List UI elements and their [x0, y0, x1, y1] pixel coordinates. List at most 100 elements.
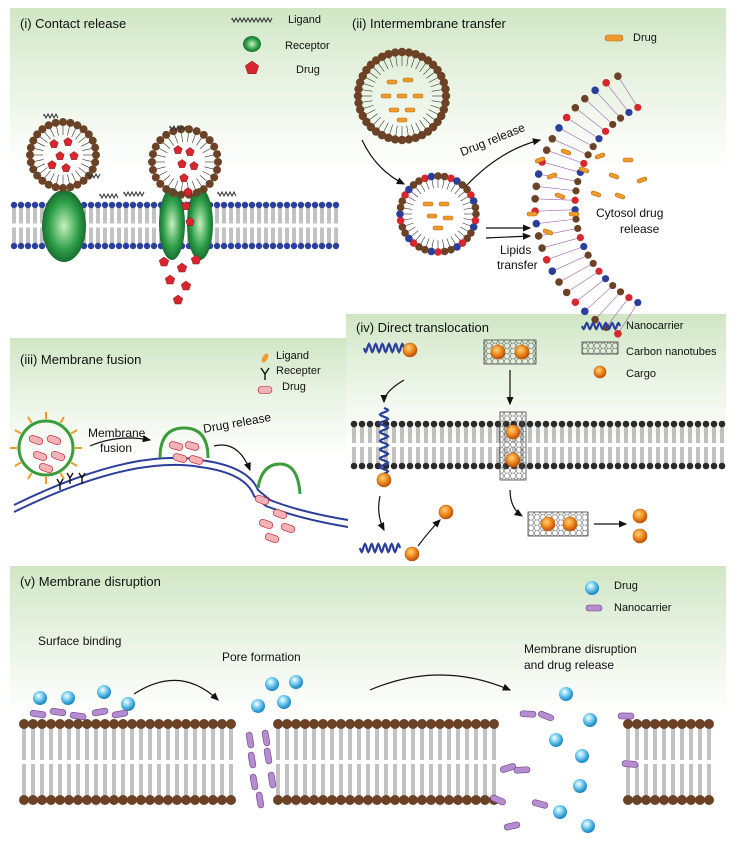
lipid-head: [94, 242, 102, 250]
lipid-head: [562, 288, 571, 297]
lipid-head: [439, 105, 449, 114]
lipid-head: [581, 307, 589, 316]
nanocarrier-capsule: [499, 763, 517, 773]
drug-capsule: [50, 451, 66, 461]
arrow: [361, 139, 406, 185]
lipid-head: [650, 719, 660, 729]
membrane-iv: [350, 420, 726, 470]
drug-capsule: [386, 79, 398, 85]
arrow: [89, 435, 152, 447]
lipid-head: [213, 201, 221, 209]
lipid-tail: [594, 90, 621, 119]
lipid-head: [127, 795, 137, 805]
released-drug-capsule: [546, 172, 558, 180]
lipid-head: [26, 151, 34, 159]
lipid-head: [154, 719, 164, 729]
lipid-tail: [542, 161, 581, 173]
lipid-head: [151, 173, 160, 182]
lipid-head: [273, 719, 283, 729]
lipid-head: [304, 201, 312, 209]
lipid-tail: [584, 98, 613, 125]
lipid-head: [29, 136, 38, 145]
lipid-head: [390, 795, 400, 805]
lipid-head: [641, 719, 651, 729]
lipid-head: [108, 201, 116, 209]
drug-pentagon: [55, 151, 65, 160]
lipid-head: [695, 719, 705, 729]
cargo-sphere: [514, 344, 530, 360]
lipid-head: [659, 795, 669, 805]
nanocarrier-capsule: [111, 709, 129, 719]
lipid-head: [37, 719, 47, 729]
lipid-head: [64, 795, 74, 805]
lipid-head: [414, 420, 422, 428]
lipids-transfer-label-1: Lipids: [500, 243, 532, 257]
lipid-head: [91, 719, 101, 729]
lipid-head: [435, 719, 445, 729]
lipid-head: [662, 462, 670, 470]
lipid-head: [91, 795, 101, 805]
lipid-head: [478, 420, 486, 428]
lipid-tail: [546, 246, 584, 261]
lipid-head: [372, 795, 382, 805]
lipid-head: [311, 201, 319, 209]
lipid-head: [478, 462, 486, 470]
membrane-v-left: [19, 719, 236, 805]
drug-pentagon: [63, 137, 73, 146]
lipid-head: [566, 462, 574, 470]
lipid-head: [311, 242, 319, 250]
lipid-head: [332, 201, 340, 209]
drug-capsule: [412, 93, 424, 99]
lipid-head: [406, 462, 414, 470]
lipid-head: [480, 719, 490, 729]
lipid-head: [213, 242, 221, 250]
drug-pentagon: [61, 163, 71, 172]
lipid-head: [417, 795, 427, 805]
legend-cargo-icon: [593, 365, 607, 379]
lipid-head: [606, 420, 614, 428]
lipid-head: [350, 420, 358, 428]
drug-sphere: [61, 691, 75, 705]
liposome-ii-1: [353, 47, 451, 145]
lipid-head: [405, 185, 413, 194]
lipid-head: [489, 719, 499, 729]
lipid-head: [409, 181, 418, 189]
cargo-sphere: [505, 452, 521, 468]
lipid-head: [10, 242, 18, 250]
legend-ligand-label: Ligand: [288, 14, 322, 26]
carbon-nanotube-inserted: [499, 411, 527, 481]
lipid-head: [66, 118, 75, 127]
host-membrane: [13, 456, 349, 521]
drug-capsule: [438, 201, 450, 207]
lipid-head: [318, 201, 326, 209]
lipid-head: [366, 420, 374, 428]
released-drug-sphere: [573, 779, 587, 793]
lipids-transfer-label-2: transfer: [497, 258, 538, 272]
lipid-head: [184, 125, 193, 134]
lipid-head: [227, 242, 235, 250]
lipid-head: [702, 420, 710, 428]
arrow: [465, 138, 542, 187]
lipid-head: [438, 420, 446, 428]
legend-ligand-icon: [231, 16, 273, 24]
lipid-head: [602, 79, 610, 87]
lipid-head: [441, 91, 451, 101]
fused-vesicle: [256, 462, 302, 495]
drug-capsule: [422, 201, 434, 207]
drug-pentagon: [49, 139, 59, 148]
lipid-head: [129, 201, 137, 209]
lipid-head: [73, 180, 82, 189]
lipid-head: [248, 242, 256, 250]
lipid-head: [79, 176, 88, 185]
lipid-head: [566, 420, 574, 428]
lipid-tail: [552, 254, 589, 272]
lipid-head: [580, 159, 588, 168]
nanocarrier-capsule: [49, 708, 67, 716]
lipid-head: [415, 177, 423, 185]
lipid-head: [572, 187, 580, 195]
lipid-head: [148, 165, 157, 174]
lipid-head: [526, 462, 534, 470]
lipid-head: [151, 142, 160, 151]
lipid-head: [92, 151, 100, 159]
lipid-head: [51, 183, 60, 192]
